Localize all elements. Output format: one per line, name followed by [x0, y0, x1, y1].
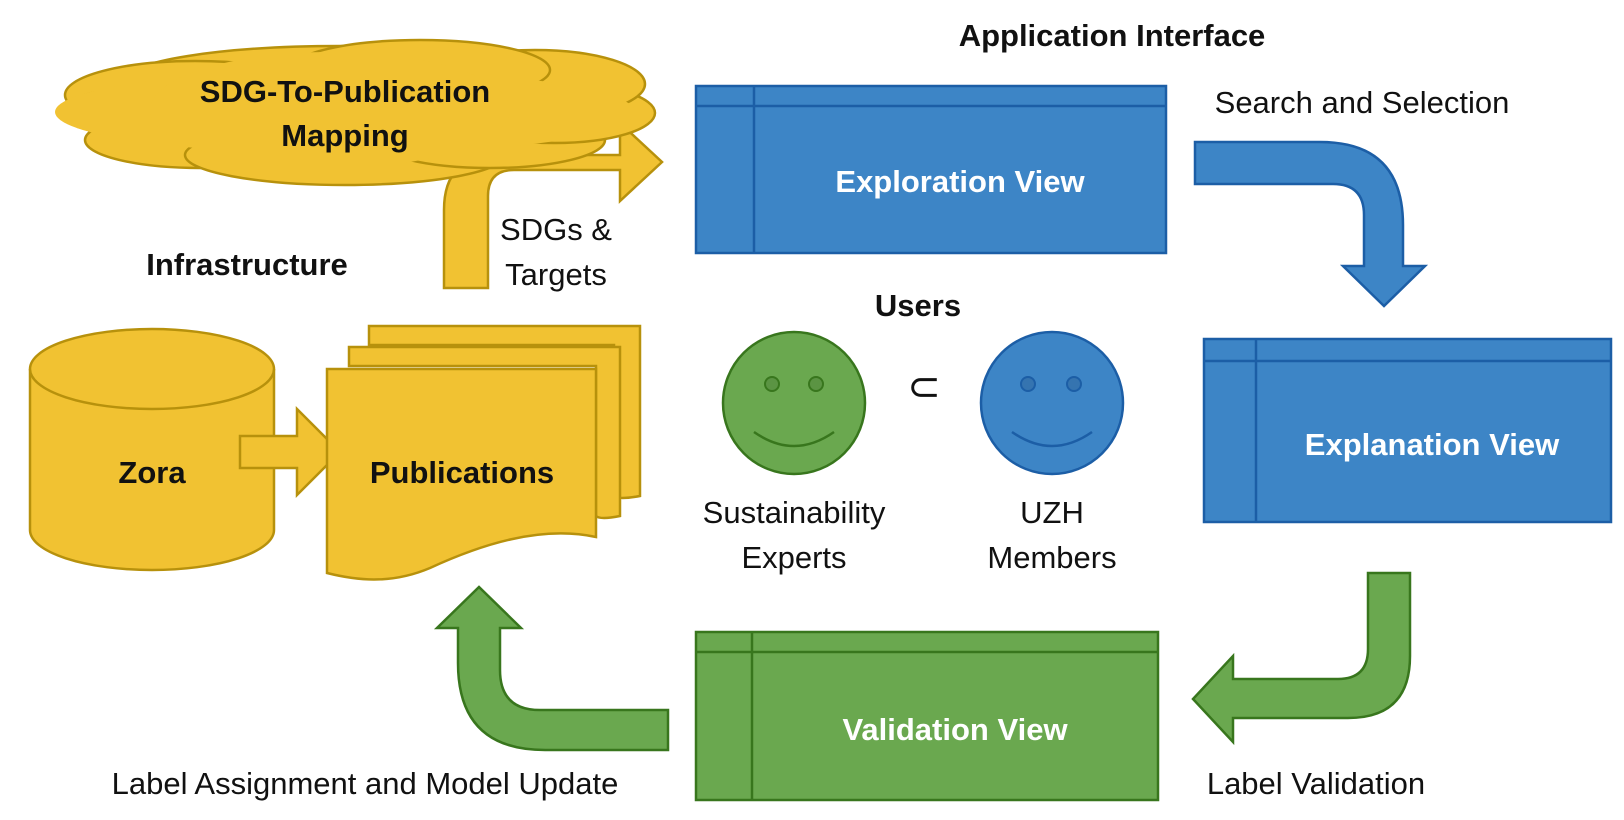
- heading-users: Users: [875, 288, 961, 323]
- cloud-label-line1: SDG-To-Publication: [200, 74, 490, 109]
- search-selection-label: Search and Selection: [1215, 85, 1510, 120]
- search-selection-arrow: [1193, 140, 1429, 308]
- explanation-view-box: [1202, 337, 1613, 524]
- database-icon: [28, 327, 276, 572]
- subset-symbol: ⊂: [907, 365, 941, 409]
- label-assignment-arrow: [433, 585, 670, 752]
- label-assignment-text: Label Assignment and Model Update: [112, 766, 619, 801]
- explanation-view-label: Explanation View: [1305, 427, 1560, 462]
- sdgs-targets-line2: Targets: [505, 257, 607, 292]
- label-validation-arrow: [1191, 571, 1412, 746]
- heading-application-interface: Application Interface: [959, 18, 1266, 53]
- validation-view-label: Validation View: [842, 712, 1068, 747]
- cloud-shape: [55, 38, 657, 187]
- experts-label-line2: Experts: [741, 540, 846, 575]
- documents-icon: [325, 324, 642, 581]
- exploration-view-label: Exploration View: [835, 164, 1085, 199]
- publications-label: Publications: [370, 455, 554, 490]
- exploration-view-box: [694, 84, 1168, 255]
- members-label-line1: UZH: [1020, 495, 1084, 530]
- sdgs-targets-line1: SDGs &: [500, 212, 612, 247]
- label-validation-text: Label Validation: [1207, 766, 1425, 801]
- smiley-blue-icon: [979, 330, 1125, 476]
- smiley-green-icon: [721, 330, 867, 476]
- experts-label-line1: Sustainability: [703, 495, 886, 530]
- validation-view-box: [694, 630, 1160, 802]
- zora-label: Zora: [118, 455, 186, 490]
- zora-to-publications-arrow: [238, 405, 342, 499]
- cloud-label-line2: Mapping: [281, 118, 408, 153]
- heading-infrastructure: Infrastructure: [146, 247, 348, 282]
- members-label-line2: Members: [987, 540, 1116, 575]
